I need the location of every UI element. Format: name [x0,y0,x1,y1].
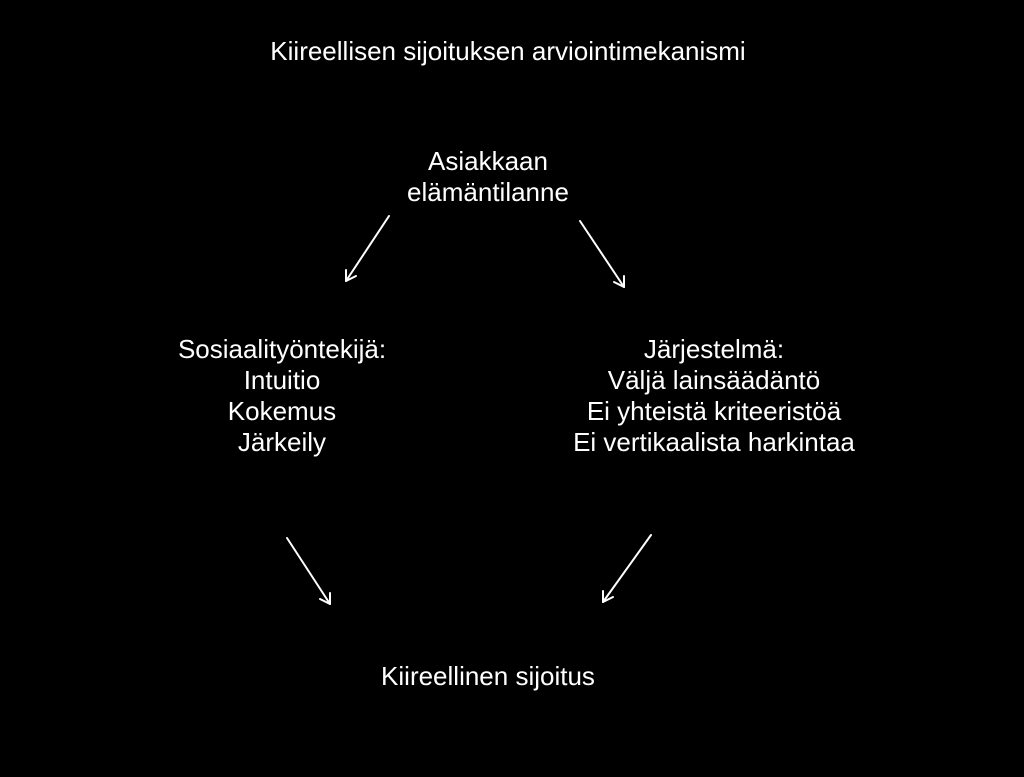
node-line: Kokemus [227,396,337,426]
arrow-left-to-bottom [286,537,331,605]
node-line: Asiakkaan [428,146,548,176]
node-system: Järjestelmä: Väljä lainsäädäntö Ei yhtei… [540,334,888,458]
node-urgent-placement: Kiireellinen sijoitus [338,661,638,692]
node-line: Intuitio [243,365,321,395]
node-heading: Järjestelmä: [643,334,785,364]
diagram-title: Kiireellisen sijoituksen arviointimekani… [270,36,746,66]
arrow-right-to-bottom [602,534,652,603]
node-heading: Sosiaalityöntekijä: [177,334,387,364]
arrow-top-to-right [579,220,625,288]
node-line: Ei yhteistä kriteeristöä [586,396,842,426]
arrow-top-to-left [345,215,390,282]
node-line: Väljä lainsäädäntö [607,365,821,395]
node-line: elämäntilanne [407,177,569,207]
node-line: Ei vertikaalista harkintaa [573,427,855,457]
node-line: Järkeily [237,427,327,457]
node-social-worker: Sosiaalityöntekijä: Intuitio Kokemus Jär… [140,334,424,458]
node-line: Kiireellinen sijoitus [381,661,595,691]
node-client-life-situation: Asiakkaan elämäntilanne [388,146,588,208]
